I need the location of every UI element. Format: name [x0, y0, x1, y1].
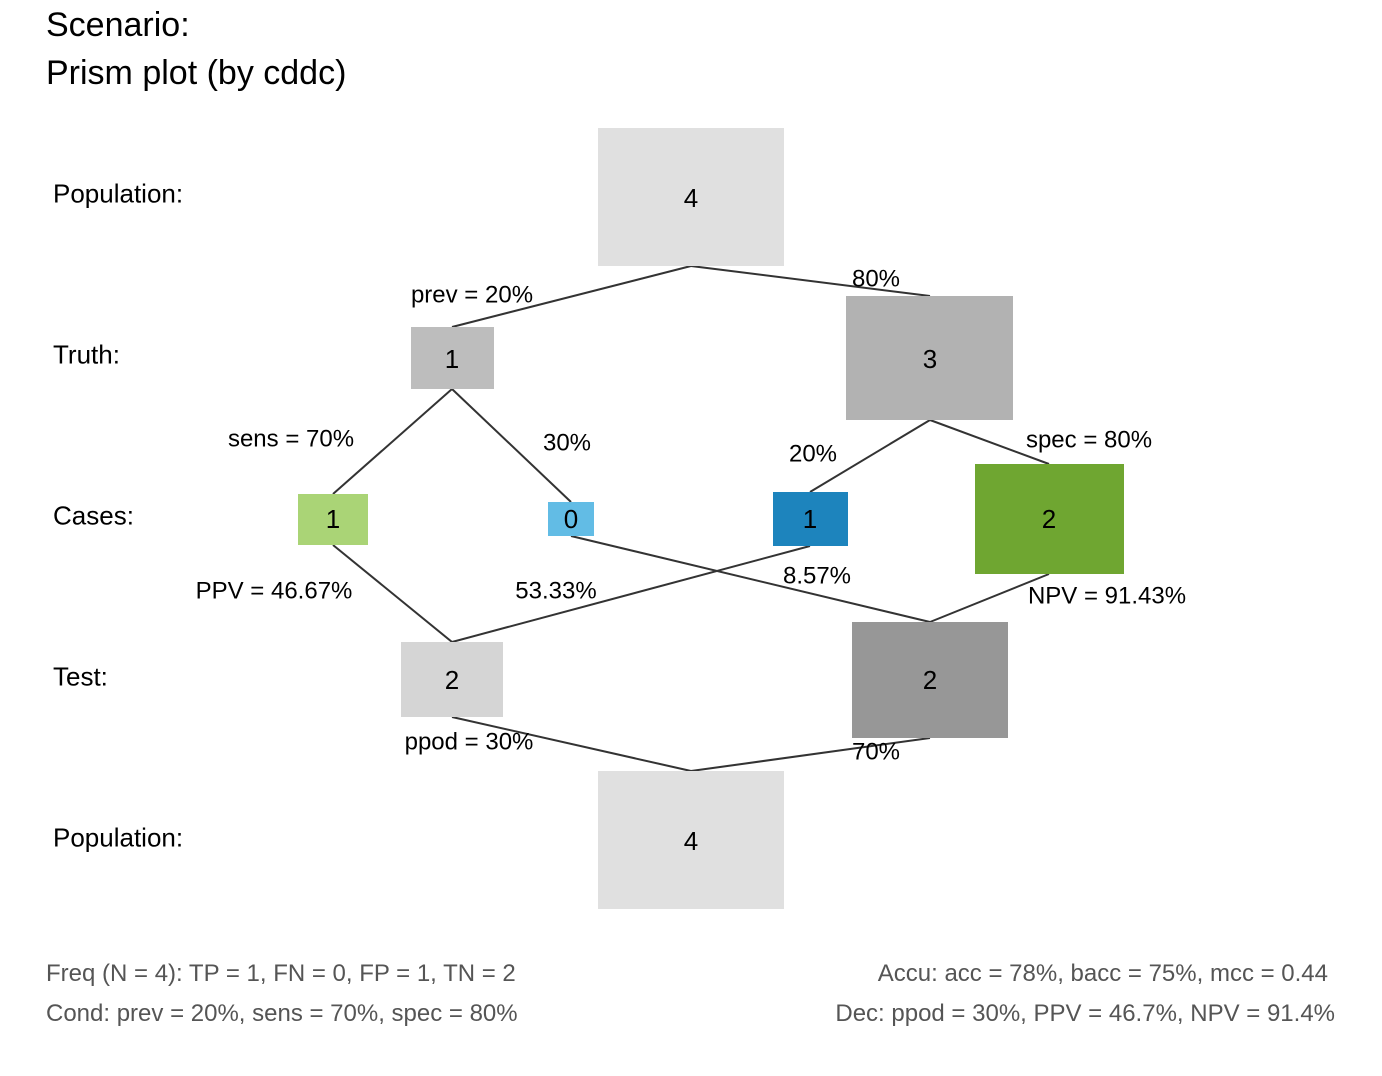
edge-cond-false-to-fa: [809, 419, 931, 493]
edge-pop-to-cond-true: [451, 265, 692, 328]
edge-cr-to-dec-neg: [929, 573, 1050, 623]
footer-freq: Freq (N = 4): TP = 1, FN = 0, FP = 1, TN…: [46, 960, 516, 987]
diagram-title-line1: Scenario:: [46, 6, 190, 44]
node-pop-bottom-label: 4: [684, 826, 698, 856]
row-label-test: Test:: [53, 661, 108, 692]
node-pop-bottom: 4: [598, 771, 784, 909]
node-cond-true-label: 1: [445, 344, 459, 374]
edge-fa-to-dec-pos: [451, 545, 811, 643]
edge-labels: prev = 20% 80% sens = 70% 30% 20% spec =…: [196, 266, 1186, 766]
node-pop-top: 4: [598, 128, 784, 266]
diagram-edges: [332, 265, 1050, 772]
node-mi-box: [548, 502, 594, 536]
node-dec-pos: 2: [401, 642, 503, 717]
node-cr: 2: [975, 464, 1124, 574]
edge-label-prev-compl: 80%: [852, 266, 900, 293]
node-dec-neg: 2: [852, 622, 1008, 738]
node-fa: 1: [773, 492, 848, 546]
edge-hi-to-dec-pos: [332, 544, 453, 643]
node-cond-true: 1: [411, 327, 494, 389]
node-hi: 1: [298, 494, 368, 545]
edge-label-prev: prev = 20%: [411, 282, 533, 309]
edge-label-ppv-compl: 53.33%: [515, 578, 596, 605]
footer-dec: Dec: ppod = 30%, PPV = 46.7%, NPV = 91.4…: [835, 1000, 1335, 1027]
node-cr-box: [975, 464, 1124, 574]
node-cond-true-box: [411, 327, 494, 389]
diagram-title-line2: Prism plot (by cddc): [46, 54, 347, 92]
edge-dec-pos-to-pop: [451, 716, 692, 772]
node-cond-false-box: [846, 296, 1013, 420]
edge-label-ppv: PPV = 46.67%: [196, 578, 353, 605]
edge-label-npv-compl: 8.57%: [783, 563, 851, 590]
node-dec-pos-label: 2: [445, 665, 459, 695]
edge-mi-to-dec-neg: [570, 535, 931, 623]
node-hi-box: [298, 494, 368, 545]
node-pop-bottom-box: [598, 771, 784, 909]
node-cond-false: 3: [846, 296, 1013, 420]
row-label-population-bottom: Population:: [53, 822, 184, 853]
edge-cond-true-to-mi: [451, 388, 572, 503]
node-dec-neg-box: [852, 622, 1008, 738]
row-label-cases: Cases:: [53, 500, 134, 531]
edge-pop-to-cond-false: [690, 265, 931, 297]
edge-label-sens: sens = 70%: [228, 426, 354, 453]
footer-cond: Cond: prev = 20%, sens = 70%, spec = 80%: [46, 1000, 518, 1027]
row-label-population-top: Population:: [53, 178, 184, 209]
node-pop-top-box: [598, 128, 784, 266]
edge-label-ppod-compl: 70%: [852, 739, 900, 766]
node-cond-false-label: 3: [923, 344, 937, 374]
edge-label-ppod: ppod = 30%: [405, 729, 534, 756]
edge-cond-false-to-cr: [929, 419, 1050, 465]
node-mi-label: 0: [564, 504, 578, 534]
node-fa-label: 1: [803, 504, 817, 534]
row-label-truth: Truth:: [53, 339, 120, 370]
node-dec-pos-box: [401, 642, 503, 717]
edge-label-spec: spec = 80%: [1026, 427, 1152, 454]
node-dec-neg-label: 2: [923, 665, 937, 695]
edge-cond-true-to-hi: [332, 388, 453, 495]
edge-label-npv: NPV = 91.43%: [1028, 583, 1186, 610]
edge-dec-neg-to-pop: [690, 737, 931, 772]
node-hi-label: 1: [326, 504, 340, 534]
edge-label-sens-compl: 30%: [543, 430, 591, 457]
node-pop-top-label: 4: [684, 183, 698, 213]
footer-accu: Accu: acc = 78%, bacc = 75%, mcc = 0.44: [877, 960, 1328, 987]
node-cr-label: 2: [1042, 504, 1056, 534]
node-mi: 0: [548, 502, 594, 536]
node-fa-box: [773, 492, 848, 546]
edge-label-spec-compl: 20%: [789, 441, 837, 468]
